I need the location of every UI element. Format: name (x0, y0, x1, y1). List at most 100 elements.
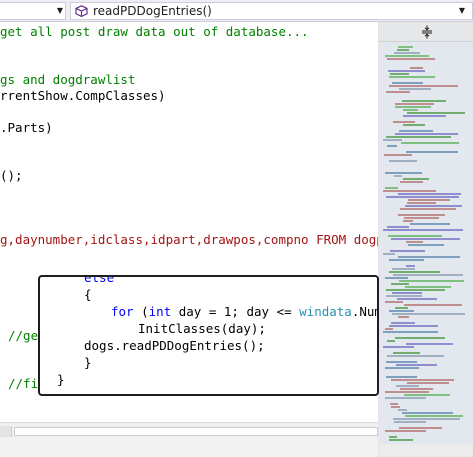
minimap-code-line (386, 289, 445, 291)
minimap-code-line (387, 355, 444, 357)
minimap-code-line (393, 418, 460, 420)
minimap-code-line (407, 202, 436, 204)
minimap-code-line (383, 190, 436, 192)
popup-code-line: } (57, 371, 65, 388)
popup-code-line: dogs.readPDDogEntries(); (84, 337, 265, 354)
minimap-code-line (388, 235, 442, 237)
minimap-code-line (387, 340, 395, 342)
minimap-code-line (386, 196, 459, 198)
minimap-code-line (393, 121, 415, 123)
minimap-code-line (394, 421, 426, 423)
minimap-code-line (392, 292, 422, 294)
code-line: rrentShow.CompClasses) (0, 88, 166, 103)
minimap-code-line (407, 112, 465, 114)
minimap-code-line (403, 220, 413, 222)
navigation-bar: ▼ readPDDogEntries() ▼ (0, 0, 473, 22)
minimap-code-line (385, 187, 398, 189)
code-token: for (111, 304, 134, 319)
minimap-code-line (385, 328, 393, 330)
code-line: gs and dogdrawlist (0, 72, 136, 87)
horizontal-scrollbar[interactable] (0, 422, 378, 439)
split-handle-icon (422, 25, 432, 39)
member-dropdown-text: readPDDogEntries() (93, 4, 212, 18)
minimap-code-line (405, 286, 451, 288)
minimap-code-line (389, 160, 417, 162)
minimap-bottom (379, 444, 473, 457)
minimap-code-line (403, 115, 446, 117)
minimap-code-line (395, 133, 458, 135)
minimap-code-line (406, 241, 423, 243)
code-line: (); (0, 168, 23, 183)
scrollbar-thumb[interactable] (14, 427, 378, 436)
minimap-code-line (391, 322, 415, 324)
minimap-code-line (394, 175, 402, 177)
minimap-code-line (383, 229, 463, 231)
popup-code-line: else (84, 277, 114, 286)
minimap-code-line (400, 388, 433, 390)
code-token: InitClasses(day); (138, 321, 266, 336)
minimap-code-line (385, 301, 403, 303)
scroll-left-button[interactable] (0, 426, 12, 437)
minimap-code-line (387, 226, 409, 228)
editor-splitter[interactable] (379, 22, 473, 42)
code-token: .NumDa (351, 304, 377, 319)
minimap-code-line (398, 316, 409, 318)
minimap-code-line (385, 397, 426, 399)
minimap-code-line (405, 205, 462, 207)
popup-code-line: for (int day = 1; day <= windata.NumDa (111, 303, 377, 320)
code-token: windata (299, 304, 352, 319)
code-line: //get (8, 328, 46, 343)
minimap-code-line (402, 100, 446, 102)
minimap-code-line (389, 271, 440, 273)
chevron-down-icon: ▼ (56, 6, 64, 15)
minimap-code-line (398, 256, 460, 258)
minimap-code-line (400, 208, 456, 210)
method-cube-icon (75, 5, 88, 17)
minimap-code-line (391, 379, 454, 381)
minimap-code-line (410, 223, 450, 225)
minimap-code-line (396, 364, 437, 366)
minimap-code-line (407, 382, 449, 384)
minimap-code-line (389, 436, 397, 438)
type-dropdown[interactable]: ▼ (0, 2, 66, 20)
minimap-code-line (399, 130, 433, 132)
minimap-code-line (392, 268, 415, 270)
minimap-code-line (390, 250, 425, 252)
popup-code-line: InitClasses(day); (138, 320, 266, 337)
minimap-code-line (389, 76, 435, 78)
chevron-down-icon: ▼ (458, 6, 466, 15)
minimap-code-line (386, 295, 422, 297)
code-token: { (84, 287, 92, 302)
minimap-code-line (391, 283, 409, 285)
minimap-code-line (383, 253, 395, 255)
minimap-code-line (395, 337, 445, 339)
minimap-code-line (390, 403, 398, 405)
member-dropdown[interactable]: readPDDogEntries() ▼ (70, 2, 473, 20)
minimap-scrollbar[interactable] (378, 22, 473, 457)
minimap-code-line (385, 391, 429, 393)
minimap-code-line (389, 310, 414, 312)
minimap-code-line (408, 244, 444, 246)
minimap-code-line (393, 274, 463, 276)
code-token: } (57, 372, 65, 387)
minimap-code-line (397, 49, 409, 51)
minimap-code-line (386, 361, 417, 363)
minimap-code-line (385, 367, 419, 369)
minimap-code-line (383, 139, 402, 141)
minimap-code-line (398, 214, 445, 216)
code-line: get all post draw data out of database..… (0, 24, 309, 39)
minimap-code-line (406, 151, 458, 153)
minimap-code-line (398, 46, 413, 48)
minimap-code-line (389, 85, 458, 87)
code-peek-popup: else{ for (int day = 1; day <= windata.Nu… (38, 275, 379, 396)
minimap-code-line (393, 352, 420, 354)
minimap-code-line (385, 172, 422, 174)
minimap-code-line (392, 82, 423, 84)
minimap-code-line (383, 346, 414, 348)
minimap-code-line (385, 430, 426, 432)
code-token: ( (133, 304, 149, 319)
minimap-code-line (388, 70, 425, 72)
minimap-code-line (395, 307, 408, 309)
code-token: int (148, 304, 172, 319)
code-token: } (84, 355, 92, 370)
